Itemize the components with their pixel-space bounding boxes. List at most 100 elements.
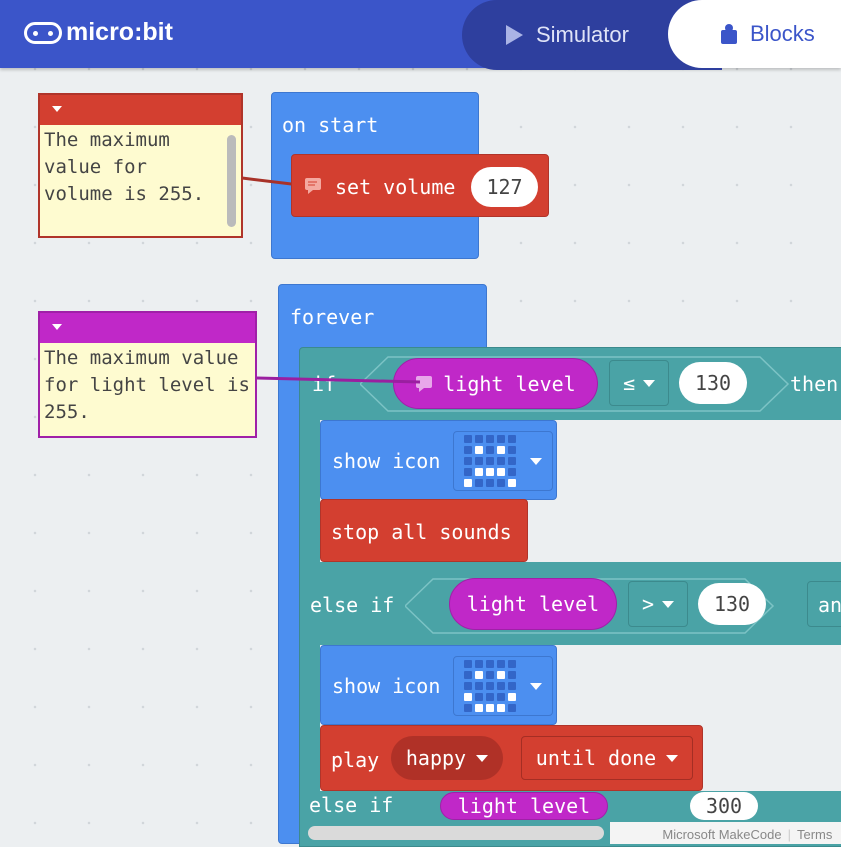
- threshold-input[interactable]: 130: [679, 362, 747, 404]
- led: [475, 671, 483, 679]
- comparison-slot: [360, 356, 790, 412]
- led: [486, 704, 494, 712]
- led: [486, 435, 494, 443]
- threshold-input[interactable]: 300: [690, 792, 758, 820]
- horizontal-scrollbar[interactable]: [308, 826, 604, 840]
- puzzle-icon: [721, 24, 737, 44]
- led: [464, 457, 472, 465]
- stop-all-sounds-block[interactable]: stop all sounds: [320, 499, 528, 562]
- footer-separator: |: [787, 827, 791, 842]
- led: [497, 468, 505, 476]
- comparison-slot: [405, 578, 775, 634]
- led: [508, 682, 516, 690]
- then-label: then: [790, 372, 839, 396]
- chevron-down-icon: [476, 754, 489, 768]
- microbit-icon: [24, 21, 62, 44]
- comment-light-level[interactable]: The maximum value for light level is 255…: [38, 311, 257, 438]
- play-sound-block[interactable]: play happy until done: [320, 725, 703, 791]
- led: [508, 457, 516, 465]
- led: [497, 660, 505, 668]
- operator-value: ≤: [622, 371, 636, 395]
- block-label: show icon: [332, 674, 441, 698]
- led: [497, 671, 505, 679]
- icon-dropdown[interactable]: [453, 431, 553, 491]
- makecode-link[interactable]: Microsoft MakeCode: [662, 827, 782, 842]
- comment-collapse-toggle[interactable]: [40, 313, 255, 343]
- icon-dropdown[interactable]: [453, 656, 553, 716]
- sound-dropdown[interactable]: happy: [391, 736, 503, 780]
- comment-textarea[interactable]: The maximum value for light level is 255…: [40, 343, 255, 436]
- volume-input[interactable]: 127: [471, 167, 538, 207]
- block-label: light level: [466, 592, 600, 616]
- comment-textarea[interactable]: The maximum value for volume is 255.: [40, 125, 241, 236]
- led: [464, 671, 472, 679]
- show-icon-block[interactable]: show icon: [320, 645, 557, 725]
- else-if-label: else if: [309, 793, 394, 817]
- tab-blocks[interactable]: Blocks: [668, 0, 841, 68]
- led: [464, 704, 472, 712]
- led: [464, 479, 472, 487]
- microbit-logo[interactable]: micro:bit: [24, 18, 173, 47]
- block-label: light level: [457, 794, 591, 818]
- comment-volume[interactable]: The maximum value for volume is 255.: [38, 93, 243, 238]
- led: [486, 682, 494, 690]
- led-icon-happy: [464, 660, 516, 712]
- block-label: set volume: [335, 175, 456, 199]
- light-level-block[interactable]: light level: [393, 358, 598, 409]
- led: [486, 446, 494, 454]
- comment-icon: [305, 178, 321, 194]
- block-label: show icon: [332, 449, 441, 473]
- led: [475, 457, 483, 465]
- led: [464, 682, 472, 690]
- led: [508, 671, 516, 679]
- led: [497, 479, 505, 487]
- led: [475, 682, 483, 690]
- threshold-input[interactable]: 130: [698, 583, 766, 625]
- terms-link[interactable]: Terms: [797, 827, 833, 842]
- led: [508, 435, 516, 443]
- led: [497, 693, 505, 701]
- comment-scrollbar[interactable]: [227, 135, 236, 227]
- block-label: forever: [290, 305, 375, 329]
- led: [497, 446, 505, 454]
- led: [508, 468, 516, 476]
- led: [486, 671, 494, 679]
- led: [464, 468, 472, 476]
- led: [497, 435, 505, 443]
- logo-text: micro:bit: [66, 18, 173, 46]
- if-label: if: [312, 372, 337, 396]
- block-label: light level: [443, 371, 576, 396]
- and-block[interactable]: [807, 581, 841, 627]
- comment-text: The maximum value for volume is 255.: [44, 129, 205, 205]
- led: [508, 446, 516, 454]
- mode-value: until done: [535, 746, 657, 770]
- led: [475, 660, 483, 668]
- block-label: stop all sounds: [331, 520, 512, 544]
- led: [475, 704, 483, 712]
- operator-dropdown[interactable]: >: [628, 581, 688, 627]
- led: [464, 435, 472, 443]
- comment-icon: [416, 376, 433, 392]
- led: [497, 457, 505, 465]
- play-mode-dropdown[interactable]: until done: [521, 736, 693, 780]
- led-icon-sad: [464, 435, 516, 487]
- led: [508, 479, 516, 487]
- light-level-block[interactable]: light level: [440, 792, 608, 820]
- play-icon: [506, 25, 523, 45]
- led: [497, 704, 505, 712]
- set-volume-block[interactable]: set volume 127: [291, 154, 549, 217]
- led: [486, 479, 494, 487]
- led: [508, 704, 516, 712]
- tab-label: Simulator: [536, 22, 629, 47]
- else-if-label: else if: [310, 593, 395, 617]
- show-icon-block[interactable]: show icon: [320, 420, 557, 500]
- chevron-down-icon: [662, 600, 675, 614]
- light-level-block[interactable]: light level: [449, 578, 617, 630]
- led: [475, 435, 483, 443]
- chevron-down-icon: [643, 379, 656, 393]
- tab-label: Blocks: [750, 21, 815, 46]
- comment-collapse-toggle[interactable]: [40, 95, 241, 125]
- led: [486, 693, 494, 701]
- operator-dropdown[interactable]: ≤: [609, 360, 669, 406]
- chevron-down-icon: [530, 682, 542, 696]
